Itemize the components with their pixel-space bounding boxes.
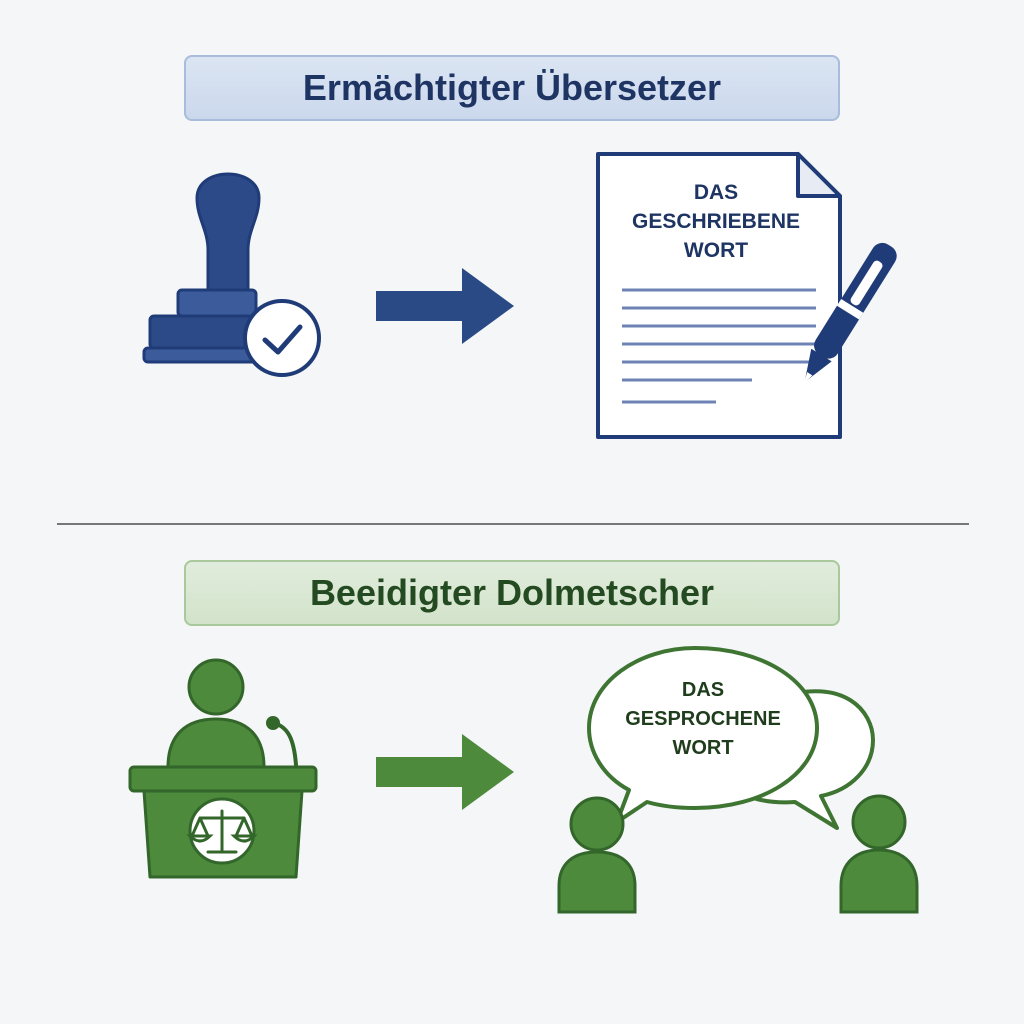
section-divider [57, 523, 969, 525]
speech-label: DAS GESPROCHENE WORT [625, 679, 781, 759]
checkmark-icon [243, 299, 321, 377]
arrow-right-icon [376, 268, 514, 344]
pen-icon [803, 242, 897, 384]
arrow-right-icon [376, 734, 514, 810]
person-icon [839, 794, 919, 914]
document-icon [596, 152, 842, 439]
section-title-translator: Ermächtigter Übersetzer [184, 55, 840, 121]
person-icon [557, 796, 637, 914]
scales-icon [186, 797, 258, 865]
person-icon [166, 658, 266, 769]
speech-bubble-icon [557, 646, 919, 914]
podium-icon [128, 658, 318, 879]
section-title-interpreter: Beeidigter Dolmetscher [184, 560, 840, 626]
stamp-icon [142, 172, 321, 377]
document-label: DAS GESCHRIEBENE WORT [631, 181, 801, 262]
